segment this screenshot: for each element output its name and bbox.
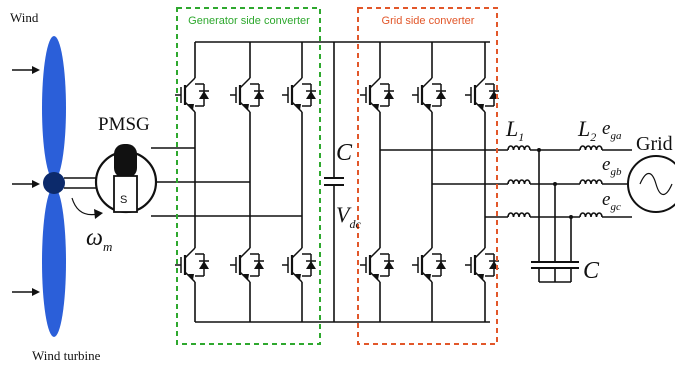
grid-converter-title: Grid side converter [382,15,475,27]
egc-label: egc [602,189,621,213]
inductor-coil-icon [579,212,603,218]
l2-label: L2 [577,116,596,144]
grid-converter-legs [379,42,486,322]
inductor-coil-icon [579,145,603,151]
generator-converter-title: Generator side converter [188,15,310,27]
igbt-switch-icon [230,77,264,113]
rotation-arrowhead-icon [94,209,103,219]
generator-converter-box [176,7,321,345]
filter-capacitors [531,148,579,283]
vdc-label: Vdc [336,202,361,231]
blade-upper [42,36,66,180]
wind-arrows [12,66,40,296]
igbt-switch-icon [282,77,316,113]
rotation-arrow-icon [71,197,99,216]
igbt-switch-icon [360,77,394,113]
inductor-coil-icon [507,179,531,185]
inductor-coil-icon [579,179,603,185]
pole-s-label: S [120,194,127,206]
grid-converter-box [357,7,498,345]
igbt-switch-icon [465,247,499,283]
wind-label: Wind [10,10,39,25]
igbt-switch-icon [175,77,209,113]
rotor-pole-s [113,175,138,213]
blade-lower [42,187,66,337]
wind-arrow-icon [12,180,40,188]
filter-inductors [507,145,603,218]
ega-label: ega [602,118,622,142]
omega-label: ωm [86,225,112,254]
igbt-switches [175,77,499,283]
turbine-hub [43,172,65,194]
inductor-coil-icon [507,212,531,218]
wind-turbine-label: Wind turbine [32,348,101,363]
pmsg-wiring [151,147,302,217]
filter-cap-label: C [583,258,600,284]
grid-source [627,155,675,213]
grid-ac-lines [380,149,632,218]
wind-arrow-icon [12,288,40,296]
dc-link-capacitor [324,42,344,322]
igbt-switch-icon [282,247,316,283]
inductor-coil-icon [507,145,531,151]
wind-turbine [42,36,112,337]
pmsg-label: PMSG [98,114,150,135]
igbt-switch-icon [412,77,446,113]
generator-converter-legs [194,42,303,322]
igbt-switch-icon [175,247,209,283]
igbt-switch-icon [412,247,446,283]
dc-cap-label: C [336,140,353,166]
grid-label: Grid [636,133,673,155]
igbt-switch-icon [230,247,264,283]
l1-label: L1 [505,116,524,144]
egb-label: egb [602,154,622,178]
rotor-pole-n [114,144,137,178]
wind-arrow-icon [12,66,40,74]
pmsg-generator [94,144,158,214]
sine-wave-icon [639,172,673,196]
igbt-switch-icon [465,77,499,113]
igbt-switch-icon [360,247,394,283]
dc-bus [195,41,490,323]
